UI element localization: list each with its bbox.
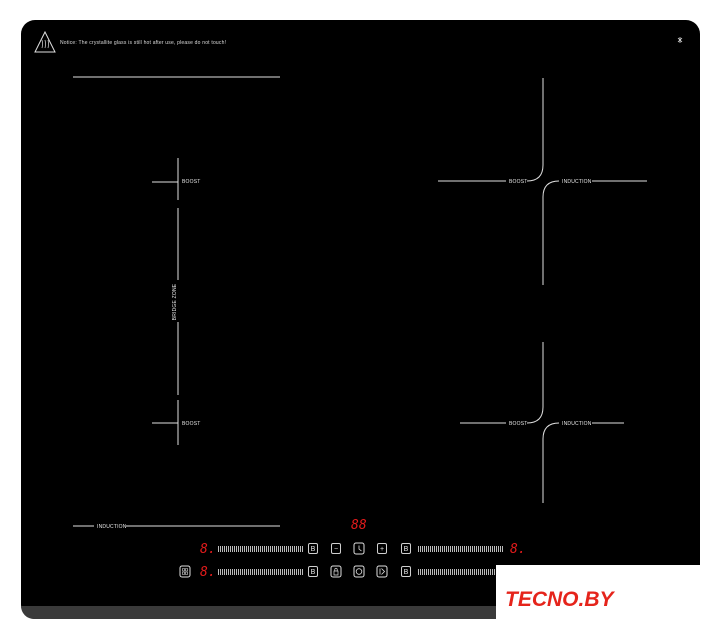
label-induction-right-top: INDUCTION — [562, 179, 592, 185]
cooktop-glass — [21, 20, 700, 619]
bridge-key-frame — [179, 565, 191, 578]
zone-display-left-bottom: 8. — [200, 565, 216, 580]
watermark-logo: TECNO.BY — [505, 588, 614, 611]
lock-icon — [333, 567, 339, 576]
power-button[interactable] — [354, 566, 364, 577]
watermark-background — [496, 565, 720, 640]
minus-button[interactable]: − — [331, 543, 341, 554]
label-boost-right-top: BOOST — [509, 179, 528, 185]
warning-hot-waves — [41, 39, 49, 49]
right-top-upper-arc — [526, 78, 544, 182]
power-slider-left-bottom[interactable] — [218, 569, 304, 575]
lock-key-frame — [330, 565, 342, 578]
label-induction-left: INDUCTION — [97, 524, 127, 530]
boost-button-left-top[interactable]: B — [308, 543, 318, 554]
label-bridge-zone: BRIDGE ZONE — [172, 283, 178, 321]
label-boost-left-bottom: BOOST — [182, 421, 201, 427]
hot-surface-notice: Notice: The crystallite glass is still h… — [60, 40, 227, 46]
zone-display-left-top: 8. — [200, 542, 216, 557]
label-induction-right-bottom: INDUCTION — [562, 421, 592, 427]
label-boost-right-bottom: BOOST — [509, 421, 528, 427]
boost-button-right-top[interactable]: B — [401, 543, 411, 554]
timer-key-frame — [353, 542, 365, 555]
power-slider-left-top[interactable] — [218, 546, 304, 552]
timer-clock-icon — [358, 545, 362, 552]
label-boost-left-top: BOOST — [182, 179, 201, 185]
power-key-frame — [353, 565, 365, 578]
timer-display: 88 — [351, 518, 367, 533]
boost-button-left-bottom[interactable]: B — [308, 566, 318, 577]
right-bottom-lower-arc — [542, 422, 560, 503]
right-top-lower-arc — [542, 180, 560, 285]
boost-button-right-bottom[interactable]: B — [401, 566, 411, 577]
power-slider-right-top[interactable] — [418, 546, 504, 552]
warning-hot-icon — [34, 30, 56, 53]
power-slider-right-bottom[interactable] — [418, 569, 504, 575]
plus-button[interactable]: + — [377, 543, 387, 554]
right-bottom-upper-arc — [526, 342, 544, 424]
pause-button[interactable] — [377, 566, 387, 577]
pause-key-frame — [376, 565, 388, 578]
zone-display-right-top: 8. — [510, 542, 526, 557]
power-icon — [355, 568, 363, 575]
child-lock-indicator-icon — [677, 37, 683, 43]
bridge-button[interactable] — [180, 566, 190, 577]
pause-play-icon — [379, 568, 386, 575]
timer-button[interactable] — [354, 543, 364, 554]
bridge-boost-top-bracket — [152, 181, 179, 200]
bridge-icon — [182, 568, 188, 575]
lock-button[interactable] — [331, 566, 341, 577]
